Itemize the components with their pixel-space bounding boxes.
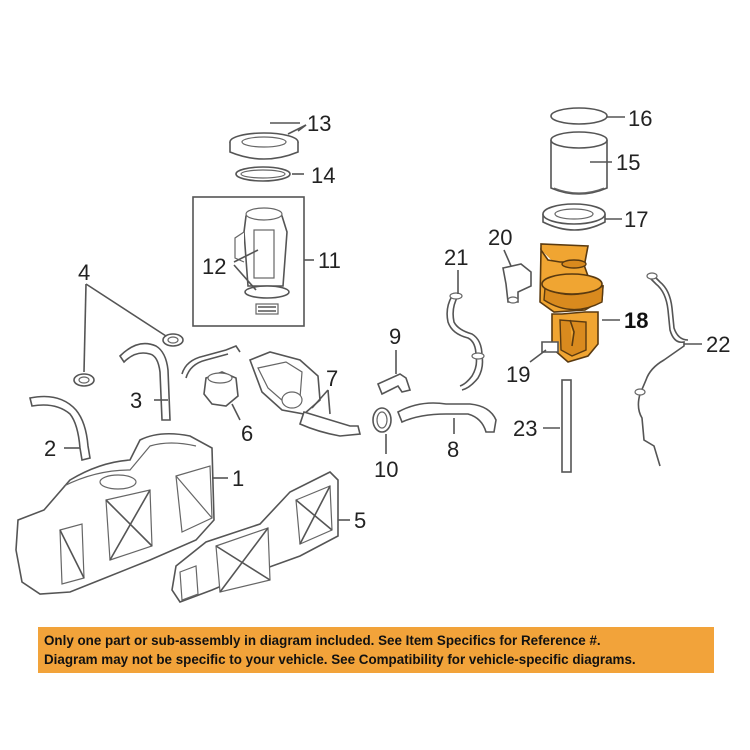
callout-15: 15	[616, 150, 640, 175]
callout-6: 6	[241, 421, 253, 446]
part-5-skid-plate	[171, 471, 339, 603]
leader-7b	[327, 389, 331, 415]
part-18-filter-housing	[539, 243, 604, 363]
part-20-sensor	[502, 263, 532, 304]
part-1-fuel-tank	[15, 432, 215, 595]
callout-23: 23	[513, 416, 537, 441]
leader-12b	[233, 264, 257, 291]
callout-14: 14	[311, 163, 335, 188]
part-9-hose	[376, 373, 412, 396]
callout-9: 9	[389, 324, 401, 349]
leader-4b	[85, 283, 167, 337]
callout-8: 8	[447, 437, 459, 462]
part-4-isolator	[73, 333, 184, 387]
callout-18: 18	[624, 308, 648, 333]
disclaimer-line-2: Diagram may not be specific to your vehi…	[44, 652, 636, 667]
leader-12a	[233, 249, 259, 263]
part-17-cap	[542, 203, 606, 231]
leader-4a	[83, 283, 87, 373]
leader-19	[529, 349, 547, 363]
part-6-valve	[181, 345, 241, 407]
callout-1: 1	[232, 466, 244, 491]
part-12-pump-module	[234, 207, 290, 315]
part-21-fuel-line	[446, 292, 485, 391]
part-13-lock-ring	[229, 124, 307, 160]
callout-21: 21	[444, 245, 468, 270]
part-14-seal	[235, 166, 291, 182]
part-16-o-ring	[550, 107, 608, 125]
disclaimer-line-1: Only one part or sub-assembly in diagram…	[44, 633, 601, 648]
leader-7a	[311, 389, 329, 409]
callout-19: 19	[506, 362, 530, 387]
part-10-clamp	[372, 407, 392, 433]
callout-16: 16	[628, 106, 652, 131]
callout-7: 7	[326, 366, 338, 391]
leader-20	[503, 249, 512, 267]
part-3-strap	[118, 342, 171, 421]
callout-10: 10	[374, 457, 398, 482]
disclaimer-banner: Only one part or sub-assembly in diagram…	[38, 627, 714, 673]
callout-13: 13	[307, 111, 331, 136]
callout-12: 12	[202, 254, 226, 279]
callout-5: 5	[354, 508, 366, 533]
callout-22: 22	[706, 332, 730, 357]
leader-6	[231, 403, 241, 421]
callout-17: 17	[624, 207, 648, 232]
callout-4: 4	[78, 260, 90, 285]
callout-20: 20	[488, 225, 512, 250]
part-7-filler-neck	[248, 351, 362, 437]
part-19-fitting	[541, 341, 559, 353]
part-23-tube	[561, 379, 572, 473]
callout-2: 2	[44, 436, 56, 461]
part-22-fuel-line	[634, 272, 689, 467]
part-8-filler-hose	[396, 402, 497, 433]
callout-3: 3	[130, 388, 142, 413]
part-15-filter	[550, 131, 608, 195]
callout-11: 11	[318, 248, 341, 273]
part-2-strap	[29, 395, 91, 461]
